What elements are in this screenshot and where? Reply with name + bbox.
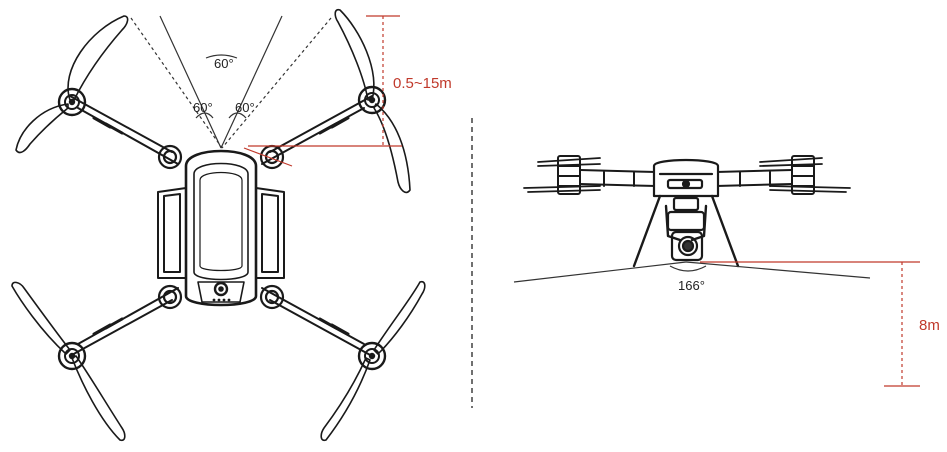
gimbal-angle-label: 166°: [678, 278, 705, 293]
motor-side-right: [792, 156, 814, 194]
angle-label-left: 60°: [193, 100, 213, 115]
angle-label-right: 60°: [235, 100, 255, 115]
motor-bottom-right: [359, 343, 385, 369]
drone-side-view: [524, 156, 850, 266]
battery-left: [158, 188, 186, 278]
motor-bottom-left: [59, 343, 85, 369]
distance-label-top: 0.5~15m: [393, 75, 452, 92]
battery-right: [256, 188, 284, 278]
gimbal-camera: [668, 198, 704, 260]
height-dimension-side: [700, 262, 920, 386]
propeller-top-left: [16, 16, 128, 152]
propeller-bottom-right: [321, 282, 425, 441]
body-side: [654, 160, 718, 196]
angle-label-top: 60°: [214, 56, 234, 71]
motor-side-left: [558, 156, 580, 194]
distance-dimension-top: [244, 16, 402, 166]
drone-top-view: [12, 10, 425, 441]
sensor-fov-lines: [131, 16, 331, 148]
height-label-side: 8m: [919, 317, 940, 334]
